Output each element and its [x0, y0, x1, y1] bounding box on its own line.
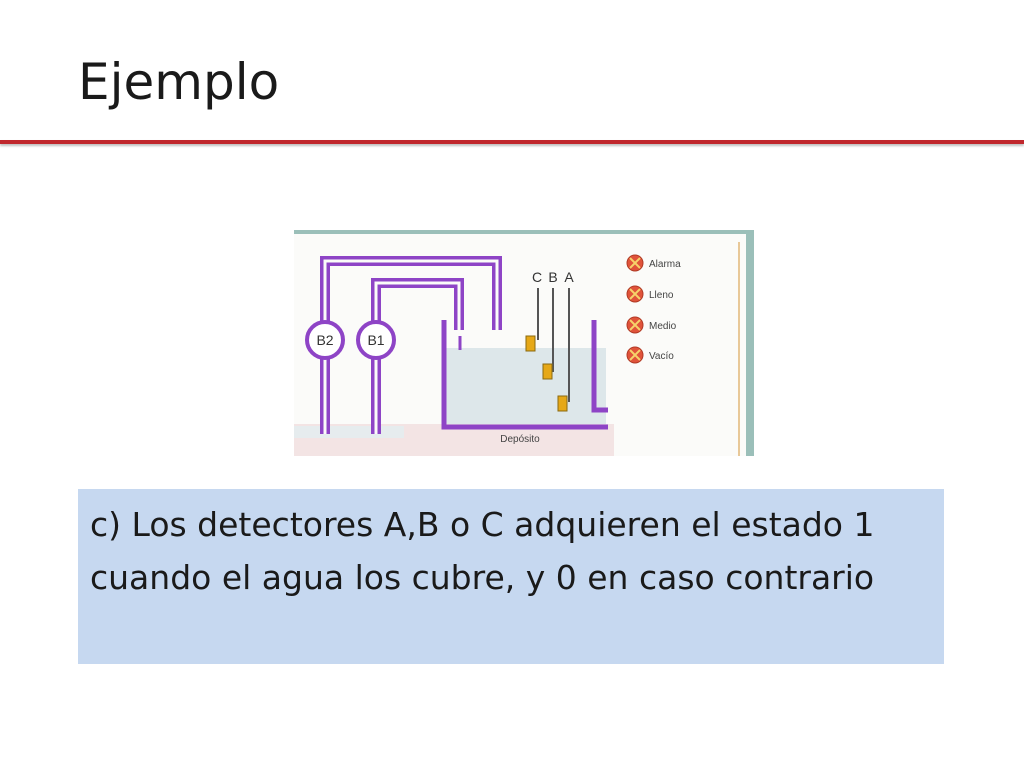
diagram-right-edge: [746, 230, 754, 456]
caption-text: c) Los detectores A,B o C adquieren el e…: [90, 505, 875, 597]
lleno-cross-icon: [629, 288, 641, 300]
sensor-label-c: C: [532, 269, 542, 285]
alarma-cross-icon: [629, 257, 641, 269]
tank-wall-right: [591, 320, 608, 413]
diagram-top-edge: [294, 230, 754, 234]
ground-shade: [294, 426, 404, 438]
pump-b1: [356, 320, 396, 360]
pump-b2: [305, 320, 345, 360]
tank-wall-left-bottom: [441, 320, 608, 430]
indicator-alarma: Alarma: [626, 254, 681, 272]
indicator-medio: Medio: [626, 316, 677, 334]
tank-diagram: B2 B1 C B A Depósito Alarma Lleno: [294, 230, 754, 456]
pipe-b1-inner: [374, 281, 461, 330]
tank-diagram-svg: B2 B1 C B A Depósito Alarma Lleno: [294, 230, 754, 456]
title-divider: [0, 140, 1024, 144]
diagram-panel-border: [738, 242, 740, 456]
sensor-b: [542, 363, 553, 380]
tank-label: Depósito: [500, 434, 540, 445]
indicator-label-vacio: Vacío: [649, 351, 674, 362]
indicator-label-medio: Medio: [649, 321, 677, 332]
indicator-label-alarma: Alarma: [649, 259, 681, 270]
pipe-b2-inner: [323, 259, 499, 330]
indicator-lleno: Lleno: [626, 285, 674, 303]
sensor-label-a: A: [564, 269, 574, 285]
sensor-a: [557, 395, 568, 412]
sensor-label-b: B: [548, 269, 557, 285]
indicator-label-lleno: Lleno: [649, 290, 674, 301]
pump-b1-label: B1: [367, 332, 384, 348]
pump-b2-label: B2: [316, 332, 333, 348]
vacio-cross-icon: [629, 349, 641, 361]
caption-box: c) Los detectores A,B o C adquieren el e…: [78, 489, 944, 664]
medio-cross-icon: [629, 319, 641, 331]
indicator-vacio: Vacío: [626, 346, 674, 364]
sensor-c: [525, 335, 536, 352]
tank-water: [446, 348, 606, 424]
slide-title: Ejemplo: [78, 53, 280, 111]
